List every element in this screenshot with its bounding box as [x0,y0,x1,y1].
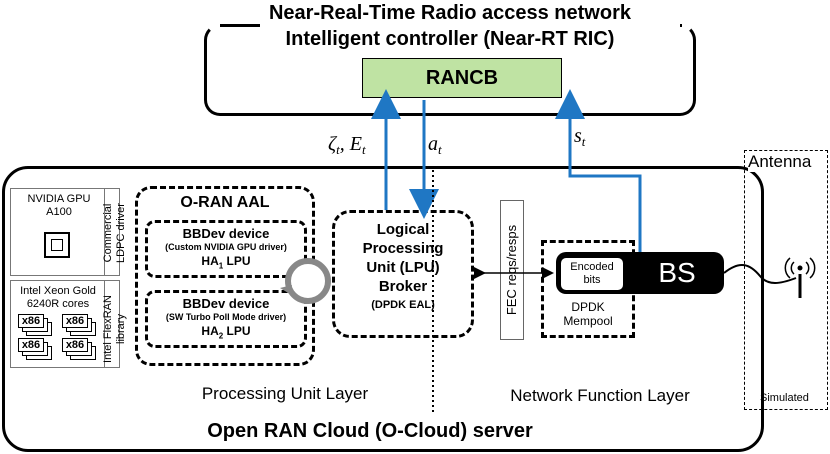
antenna-icon [784,257,816,298]
antenna-title: Antenna [748,152,812,172]
broker-line1: Logical [376,221,430,238]
cpu-label: Intel Xeon Gold 6240R cores [12,285,104,311]
bbdev2-lpu: HA2 LPU [201,324,251,341]
network-layer-label: Network Function Layer [510,386,690,405]
ric-box-top-right [680,24,682,27]
gpu-label-line1: NVIDIA GPU [27,193,91,205]
bs-label: BS [658,257,696,288]
gpu-label-line2: A100 [46,206,72,218]
cpu-label-line2: 6240R cores [26,298,90,310]
broker-line5: (DPDK EAL) [371,299,435,311]
antenna-simulated: Simulated [760,392,809,404]
bbdev1-lpu: HA1 LPU [201,254,251,271]
encoded-line1: Encoded [570,261,614,273]
antenna-cable [723,264,797,284]
label-s-t: st [574,125,586,149]
bbdev2-text: BBDev device (SW Turbo Poll Mode driver)… [145,296,307,344]
mempool-line1: DPDK [571,300,605,314]
broker-line3: Unit (LPU) [366,259,440,276]
gpu-panel [10,188,120,276]
ocloud-box [2,166,764,452]
processing-layer-label: Processing Unit Layer [201,384,369,403]
cpu-label-line1: Intel Xeon Gold [20,285,96,297]
ric-title-line1: Near-Real-Time Radio access network [268,2,631,24]
bbdev1-sub: (Custom NVIDIA GPU driver) [165,242,287,252]
mempool-line2: Mempool [563,314,613,328]
rancb-label: RANCB [425,67,499,89]
broker-line2: Processing [362,240,444,257]
broker-text: Logical Processing Unit (LPU) Broker (DP… [332,220,474,314]
bbdev1-text: BBDev device (Custom NVIDIA GPU driver) … [145,226,307,274]
ric-box-top-left [220,24,260,27]
aal-title: O-RAN AAL [180,194,270,211]
bbdev2-sub: (SW Turbo Poll Mode driver) [165,312,287,322]
antenna-box [744,150,828,410]
label-a-t: at [428,133,442,157]
mempool-label: DPDK Mempool [541,300,635,328]
encoded-line2: bits [583,274,601,286]
ric-box [204,24,696,116]
ocloud-title: Open RAN Cloud (O-Cloud) server [207,420,533,442]
bbdev2-box [145,290,307,348]
gpu-driver-divider [104,188,105,276]
cpu-panel [10,280,120,368]
bbdev2-title: BBDev device [182,296,270,311]
broker-line4: Broker [378,278,428,295]
arrow-s-t [555,89,642,252]
label-zeta-e: ζt, Et [328,133,366,157]
broker-box [332,210,474,338]
bbdev1-box [145,220,307,278]
cpu-driver-divider [104,280,105,368]
ric-title-line2: Intelligent controller (Near-RT RIC) [285,28,615,50]
encoded-bits-box: Encoded bits [561,258,623,290]
gpu-chip-icon [44,232,70,258]
ric-title: Near-Real-Time Radio access network Inte… [200,0,700,52]
gpu-label: NVIDIA GPU A100 [14,193,104,219]
bbdev1-title: BBDev device [182,226,270,241]
rotation-icon [280,258,331,304]
